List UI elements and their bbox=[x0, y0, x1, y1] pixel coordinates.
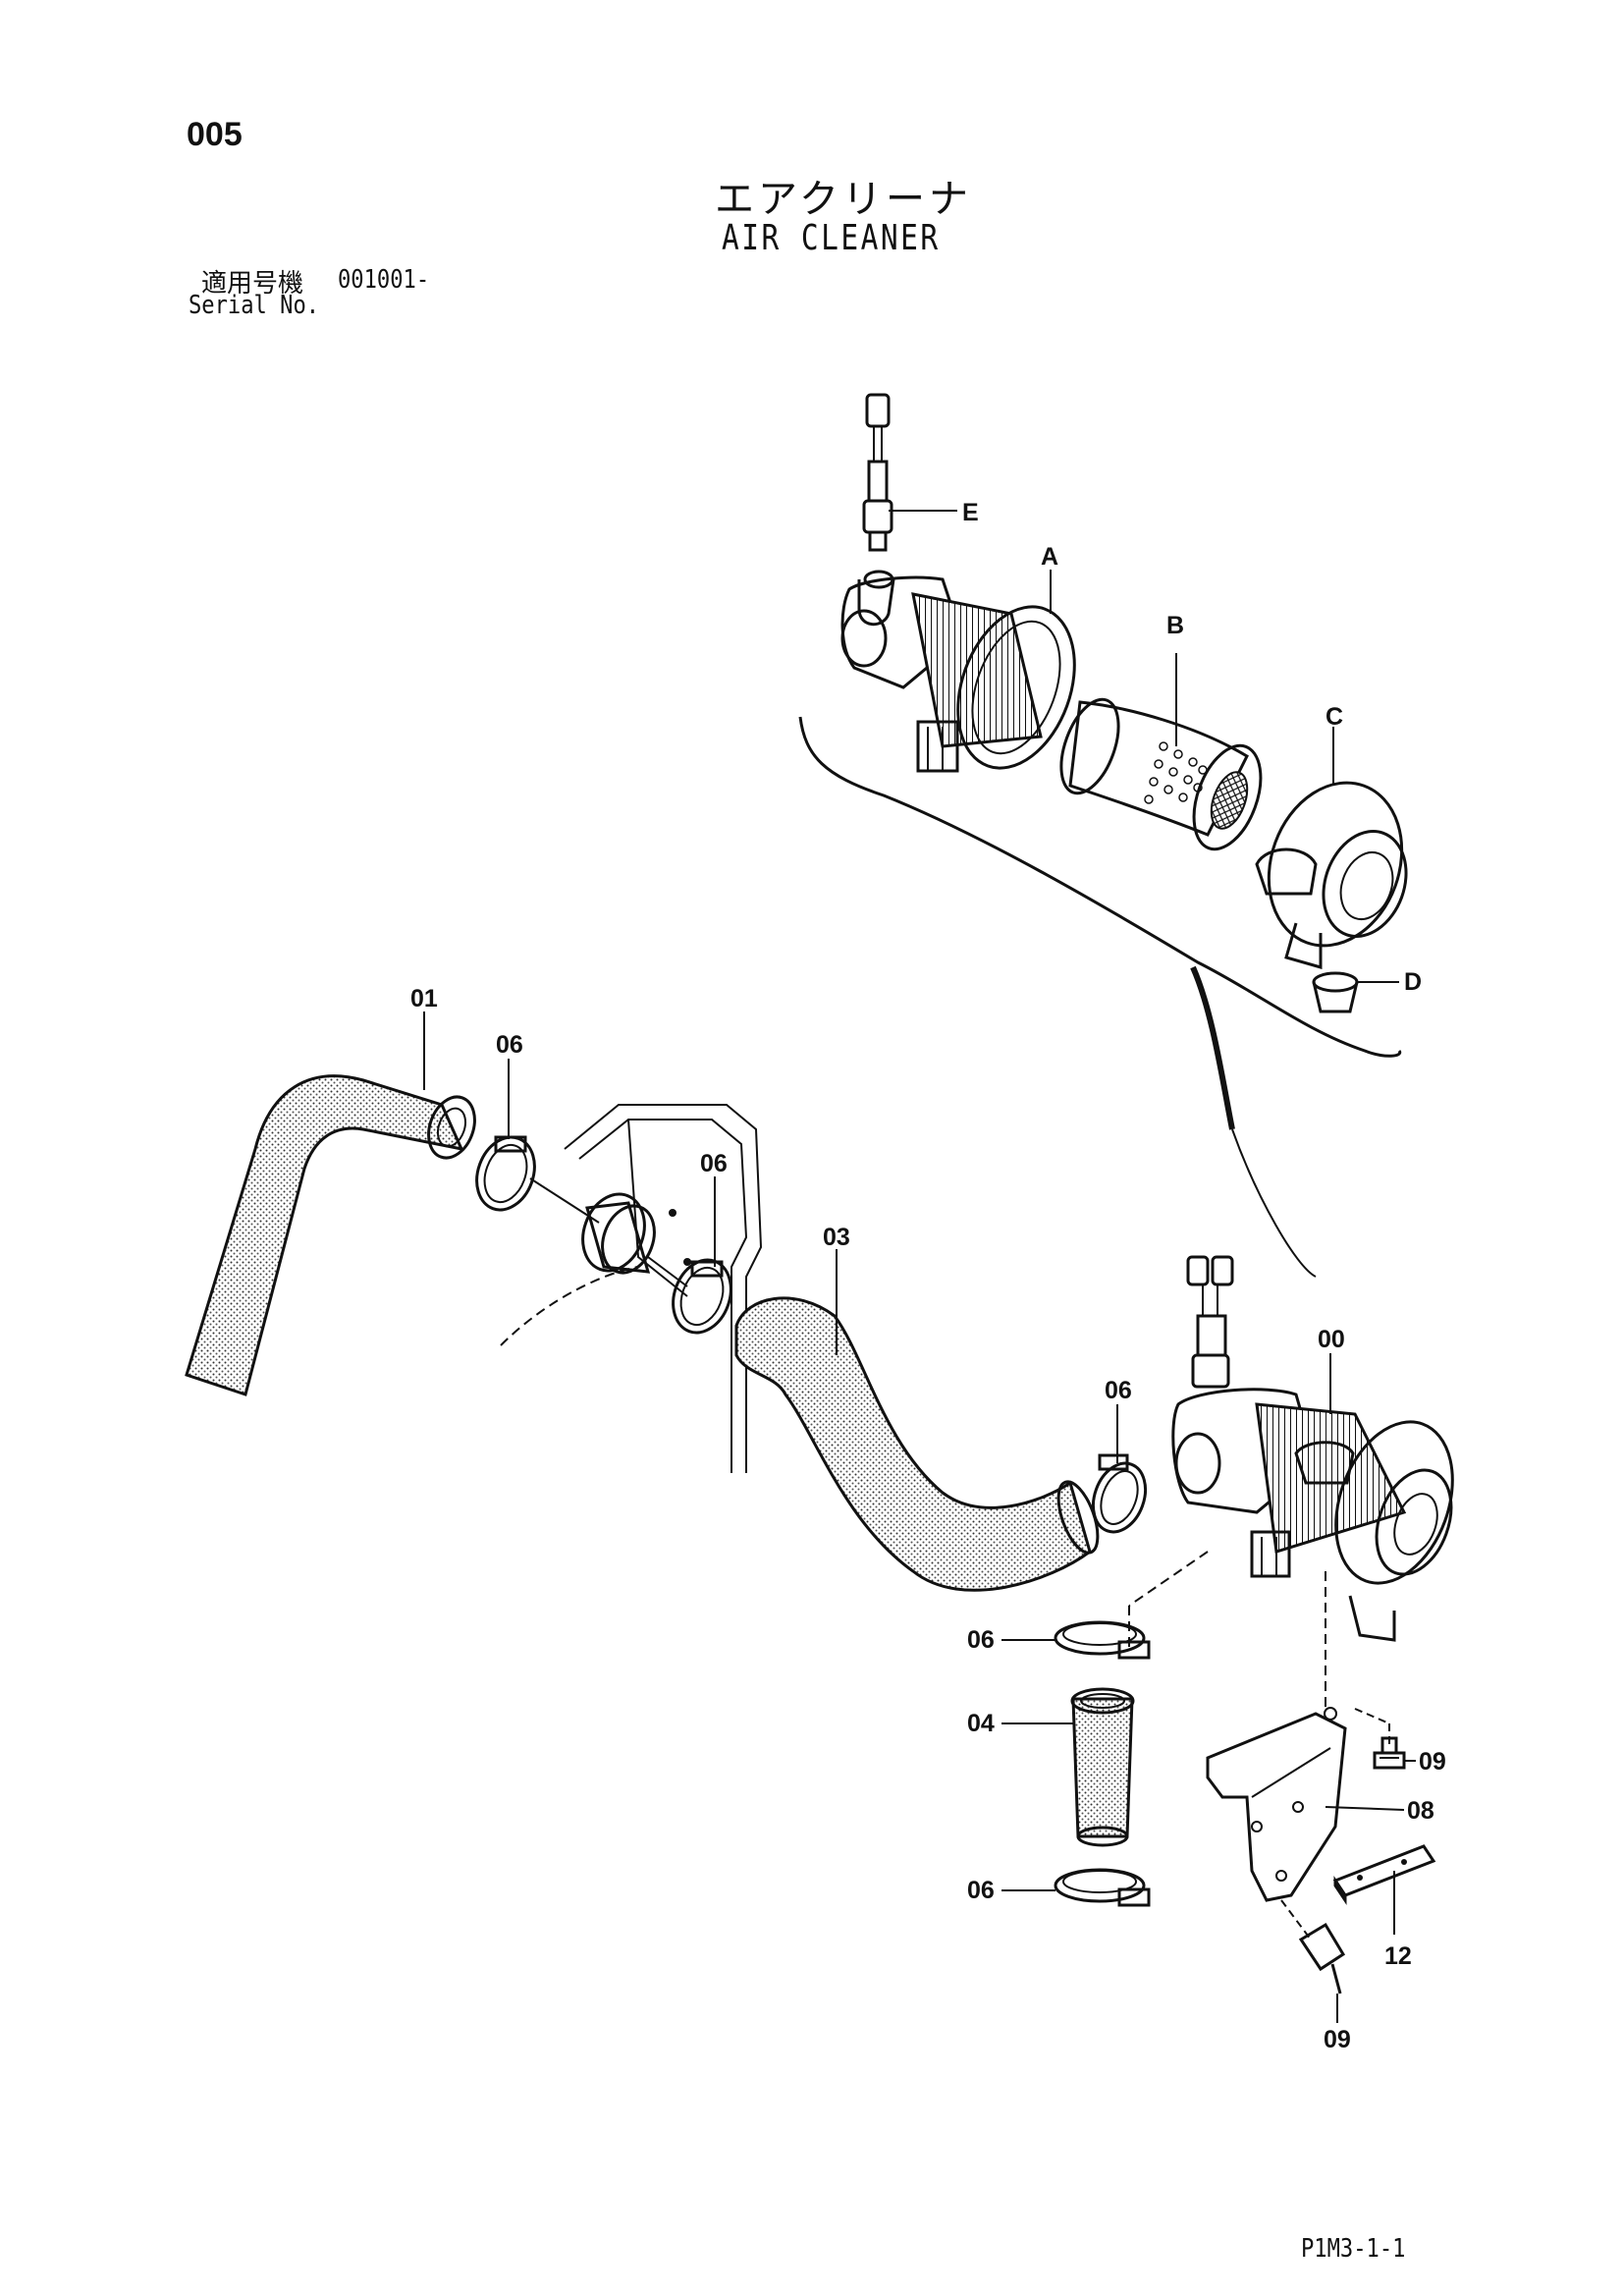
callout-a: A bbox=[1041, 543, 1058, 571]
title-japanese: エアクリーナ bbox=[715, 177, 972, 222]
detail-inset-boundary bbox=[798, 716, 1402, 1278]
callout-b: B bbox=[1166, 612, 1184, 639]
callout-09-a: 09 bbox=[1419, 1748, 1446, 1776]
callout-12: 12 bbox=[1384, 1942, 1412, 1970]
part-06-clamp-e bbox=[1054, 1868, 1151, 1907]
callout-e: E bbox=[962, 499, 979, 526]
serial-label-english: Serial No. bbox=[189, 291, 320, 320]
callout-c: C bbox=[1325, 703, 1343, 731]
title-english: AIR CLEANER bbox=[722, 218, 941, 258]
callout-d: D bbox=[1404, 968, 1422, 996]
part-06-clamp-d bbox=[1054, 1620, 1151, 1660]
serial-value: 001001- bbox=[338, 265, 430, 295]
callout-06-b: 06 bbox=[700, 1150, 728, 1177]
part-01-hose bbox=[185, 1074, 476, 1396]
callout-03: 03 bbox=[823, 1224, 850, 1251]
callout-04: 04 bbox=[967, 1710, 995, 1737]
callout-06-c: 06 bbox=[1105, 1377, 1132, 1404]
callout-labels: E A B C D 01 06 06 03 06 00 06 04 06 09 … bbox=[410, 499, 1446, 2053]
callout-01: 01 bbox=[410, 985, 438, 1012]
part-04-hose bbox=[1070, 1687, 1135, 1847]
page-code: P1M3-1-1 bbox=[1301, 2234, 1406, 2264]
part-09-bolt-lower bbox=[1298, 1922, 1346, 1995]
serial-label-japanese: 適用号機 bbox=[201, 269, 304, 299]
callout-09-b: 09 bbox=[1324, 2026, 1351, 2053]
callout-00: 00 bbox=[1318, 1326, 1345, 1353]
part-06-clamp-a bbox=[475, 1135, 536, 1212]
part-06-clamp-c bbox=[1091, 1453, 1148, 1534]
part-09-bolt-upper bbox=[1373, 1736, 1406, 1770]
callout-06-a: 06 bbox=[496, 1031, 523, 1059]
part-a-cleaner-body bbox=[840, 570, 1076, 773]
part-e-restriction-sensor bbox=[862, 393, 893, 552]
part-06-clamp-b bbox=[647, 1256, 732, 1335]
part-03-hose bbox=[734, 1296, 1100, 1592]
part-b-filter-element bbox=[1059, 697, 1263, 851]
callout-06-d: 06 bbox=[967, 1626, 995, 1654]
part-12-plate bbox=[1332, 1844, 1436, 1905]
connector-pipe bbox=[529, 1177, 656, 1275]
leader-lines bbox=[423, 510, 1416, 2023]
callout-08: 08 bbox=[1407, 1797, 1434, 1825]
part-08-bracket bbox=[1206, 1707, 1390, 1941]
page-number: 005 bbox=[187, 116, 243, 153]
part-00-air-cleaner-assembly bbox=[1128, 1255, 1454, 1709]
part-c-cleaner-cover bbox=[1255, 781, 1408, 969]
callout-06-e: 06 bbox=[967, 1877, 995, 1904]
part-d-evacuator-valve bbox=[1312, 971, 1359, 1013]
